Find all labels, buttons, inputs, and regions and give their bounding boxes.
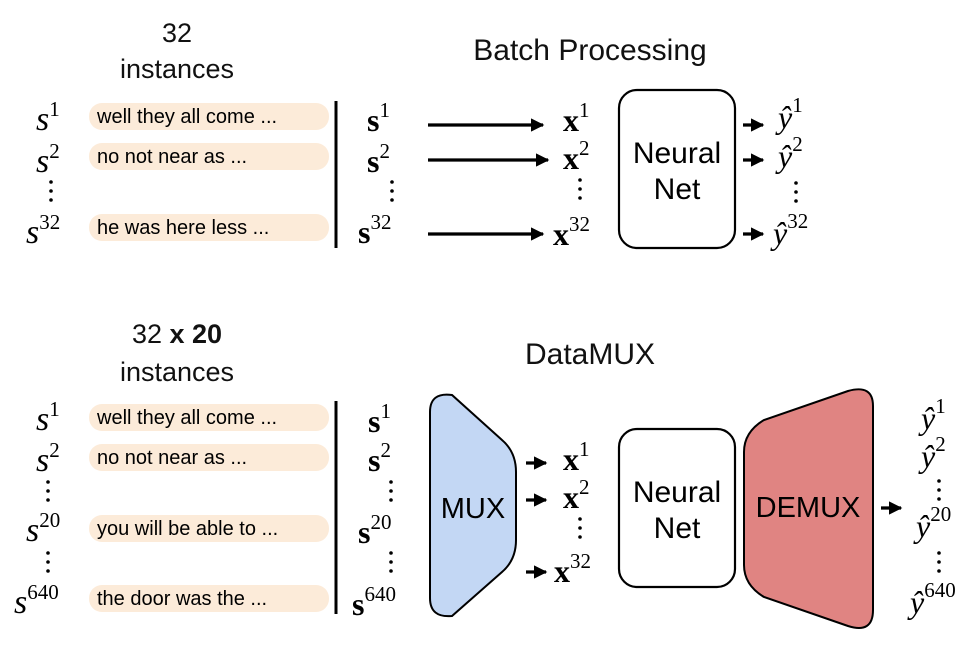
svg-text:s1: s1 xyxy=(367,98,390,138)
svg-text:s2: s2 xyxy=(367,139,390,179)
svg-text:x1: x1 xyxy=(563,98,590,138)
top-example-row-1: s1 well they all come ... xyxy=(36,97,329,138)
bottom-example-row-1: s1 well they all come ... xyxy=(36,397,329,438)
sentence-pill xyxy=(89,214,329,241)
bottom-embedding-3: x32 xyxy=(554,549,591,589)
top-neural-net-box: Neural Net xyxy=(617,88,737,250)
svg-text:s640: s640 xyxy=(14,580,59,621)
sentence-pill xyxy=(89,404,329,431)
vertical-ellipsis xyxy=(46,480,50,502)
model-label-line1: Neural xyxy=(633,137,721,170)
vertical-ellipsis xyxy=(937,479,941,501)
model-label-line1: Neural xyxy=(633,476,721,509)
demux-block: DEMUX xyxy=(743,388,874,629)
mux-label: MUX xyxy=(441,493,505,525)
vertical-ellipsis xyxy=(578,517,582,539)
sentence-pill xyxy=(89,444,329,471)
svg-text:s20: s20 xyxy=(358,510,391,550)
bottom-input-4: s640 xyxy=(352,582,396,622)
svg-text:x32: x32 xyxy=(554,549,591,589)
sentence-text: well they all come ... xyxy=(96,106,277,128)
svg-text:x1: x1 xyxy=(563,437,590,477)
svg-text:ŷ20: ŷ20 xyxy=(913,502,951,544)
sentence-text: well they all come ... xyxy=(96,407,277,429)
svg-text:x32: x32 xyxy=(553,212,590,252)
svg-text:ŷ2: ŷ2 xyxy=(775,132,803,174)
model-label-line2: Net xyxy=(654,173,701,206)
bottom-input-1: s1 xyxy=(368,399,391,439)
top-section-title: Batch Processing xyxy=(473,34,706,67)
svg-text:ŷ32: ŷ32 xyxy=(770,209,808,251)
bottom-output-3: ŷ20 xyxy=(913,502,951,544)
bottom-embedding-1: x1 xyxy=(563,437,590,477)
sentence-text: no not near as ... xyxy=(97,447,247,469)
vertical-ellipsis xyxy=(49,180,53,202)
svg-text:ŷ2: ŷ2 xyxy=(918,432,946,474)
vertical-ellipsis xyxy=(389,551,393,573)
svg-text:s20: s20 xyxy=(26,508,60,549)
vertical-ellipsis xyxy=(578,178,582,200)
bottom-input-3: s20 xyxy=(358,510,391,550)
top-embedding-1: x1 xyxy=(563,98,590,138)
bottom-count-unit: instances xyxy=(120,357,234,387)
bottom-output-2: ŷ2 xyxy=(918,432,946,474)
top-input-1: s1 xyxy=(367,98,390,138)
top-output-1: ŷ1 xyxy=(775,93,803,135)
bottom-embedding-2: x2 xyxy=(563,475,590,515)
vertical-ellipsis xyxy=(794,181,798,203)
vertical-ellipsis xyxy=(46,551,50,573)
svg-text:s640: s640 xyxy=(352,582,396,622)
sentence-text: no not near as ... xyxy=(97,146,247,168)
demux-label: DEMUX xyxy=(756,492,861,524)
bottom-section-title: DataMUX xyxy=(525,338,655,371)
svg-text:ŷ1: ŷ1 xyxy=(775,93,803,135)
top-output-3: ŷ32 xyxy=(770,209,808,251)
sentence-pill xyxy=(89,143,329,170)
sentence-text: you will be able to ... xyxy=(97,518,278,540)
svg-text:s1: s1 xyxy=(36,97,60,138)
svg-text:ŷ640: ŷ640 xyxy=(907,578,956,620)
top-output-2: ŷ2 xyxy=(775,132,803,174)
svg-text:s32: s32 xyxy=(26,210,60,251)
svg-text:s32: s32 xyxy=(358,210,391,250)
vertical-ellipsis xyxy=(389,480,393,502)
top-input-2: s2 xyxy=(367,139,390,179)
svg-text:s1: s1 xyxy=(36,397,60,438)
svg-text:s2: s2 xyxy=(36,438,60,479)
svg-text:ŷ1: ŷ1 xyxy=(918,394,946,436)
vertical-ellipsis xyxy=(937,551,941,573)
bottom-example-row-4: s640 the door was the ... xyxy=(14,580,329,621)
svg-text:x2: x2 xyxy=(563,475,590,515)
svg-text:s2: s2 xyxy=(368,438,391,478)
model-label-line2: Net xyxy=(654,512,701,545)
top-count-unit: instances xyxy=(120,54,234,84)
svg-text:s1: s1 xyxy=(368,399,391,439)
sentence-pill xyxy=(89,515,329,542)
sentence-text: the door was the ... xyxy=(97,588,267,610)
vertical-ellipsis xyxy=(390,180,394,202)
mux-block: MUX xyxy=(429,393,517,618)
bottom-example-row-2: s2 no not near as ... xyxy=(36,438,329,479)
bottom-input-2: s2 xyxy=(368,438,391,478)
svg-text:s2: s2 xyxy=(36,139,60,180)
svg-text:x2: x2 xyxy=(563,136,590,176)
bottom-count: 32 x 20 xyxy=(132,319,222,349)
sentence-pill xyxy=(89,103,329,130)
top-example-row-3: s32 he was here less ... xyxy=(26,210,329,251)
top-input-3: s32 xyxy=(358,210,391,250)
bottom-neural-net-box: Neural Net xyxy=(617,427,737,589)
bottom-output-4: ŷ640 xyxy=(907,578,956,620)
top-count-number: 32 xyxy=(162,18,192,48)
sentence-pill xyxy=(89,585,329,612)
top-embedding-3: x32 xyxy=(553,212,590,252)
bottom-output-1: ŷ1 xyxy=(918,394,946,436)
top-embedding-2: x2 xyxy=(563,136,590,176)
sentence-text: he was here less ... xyxy=(97,217,269,239)
bottom-example-row-3: s20 you will be able to ... xyxy=(26,508,329,549)
top-example-row-2: s2 no not near as ... xyxy=(36,139,329,180)
